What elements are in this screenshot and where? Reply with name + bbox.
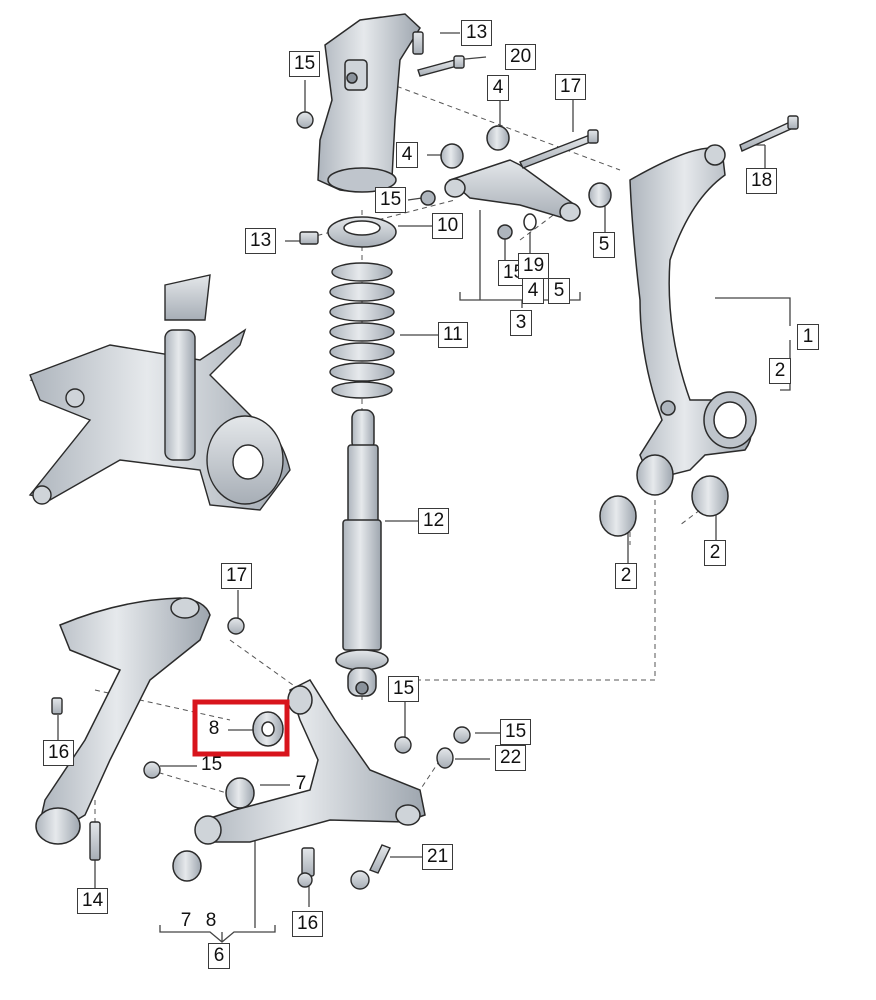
callout-17: 17 — [221, 563, 253, 589]
callout-19: 19 — [518, 253, 550, 279]
callout-2: 2 — [615, 563, 637, 589]
callout-15: 15 — [388, 676, 420, 702]
callout-1: 1 — [797, 324, 819, 350]
callout-5: 5 — [593, 232, 615, 258]
callout-22: 22 — [495, 745, 527, 771]
callout-15: 15 — [289, 51, 321, 77]
upper-arm-3 — [420, 125, 612, 240]
bolts — [51, 31, 799, 890]
callout-4: 4 — [487, 75, 509, 101]
coil-spring-11 — [329, 262, 395, 399]
callout-18: 18 — [746, 168, 778, 194]
callout-14: 14 — [77, 888, 109, 914]
callout-12: 12 — [418, 508, 450, 534]
highlight-box — [192, 699, 290, 757]
wheel-carrier — [599, 144, 757, 537]
callout-8: 8 — [205, 910, 217, 931]
callout-5: 5 — [548, 278, 570, 304]
callout-15: 15 — [375, 187, 407, 213]
callout-17: 17 — [555, 74, 587, 100]
lower-arm-left — [35, 597, 211, 845]
callout-3: 3 — [510, 310, 532, 336]
callout-15: 15 — [201, 754, 223, 775]
upper-strut-mount — [317, 13, 421, 193]
spring-seat-10 — [327, 216, 397, 248]
shock-absorber-12 — [335, 409, 389, 697]
callout-8: 8 — [208, 718, 220, 739]
callout-11: 11 — [438, 322, 468, 348]
callout-15: 15 — [500, 719, 532, 745]
bushing-8 — [252, 711, 284, 747]
callout-13: 13 — [245, 228, 277, 254]
callout-6: 6 — [208, 943, 230, 969]
callout-16: 16 — [43, 740, 75, 766]
assembly-view — [28, 274, 291, 511]
callout-16: 16 — [292, 911, 324, 937]
callout-21: 21 — [422, 844, 454, 870]
callout-7: 7 — [295, 773, 307, 794]
callout-4: 4 — [396, 142, 418, 168]
callout-2: 2 — [769, 358, 791, 384]
callout-13: 13 — [461, 20, 493, 46]
callout-10: 10 — [432, 213, 464, 239]
leader-lines — [57, 32, 791, 943]
callout-4: 4 — [522, 278, 544, 304]
lower-arm-6 — [172, 679, 426, 882]
callout-2: 2 — [704, 540, 726, 566]
callout-20: 20 — [505, 44, 537, 70]
callout-7: 7 — [180, 910, 192, 931]
